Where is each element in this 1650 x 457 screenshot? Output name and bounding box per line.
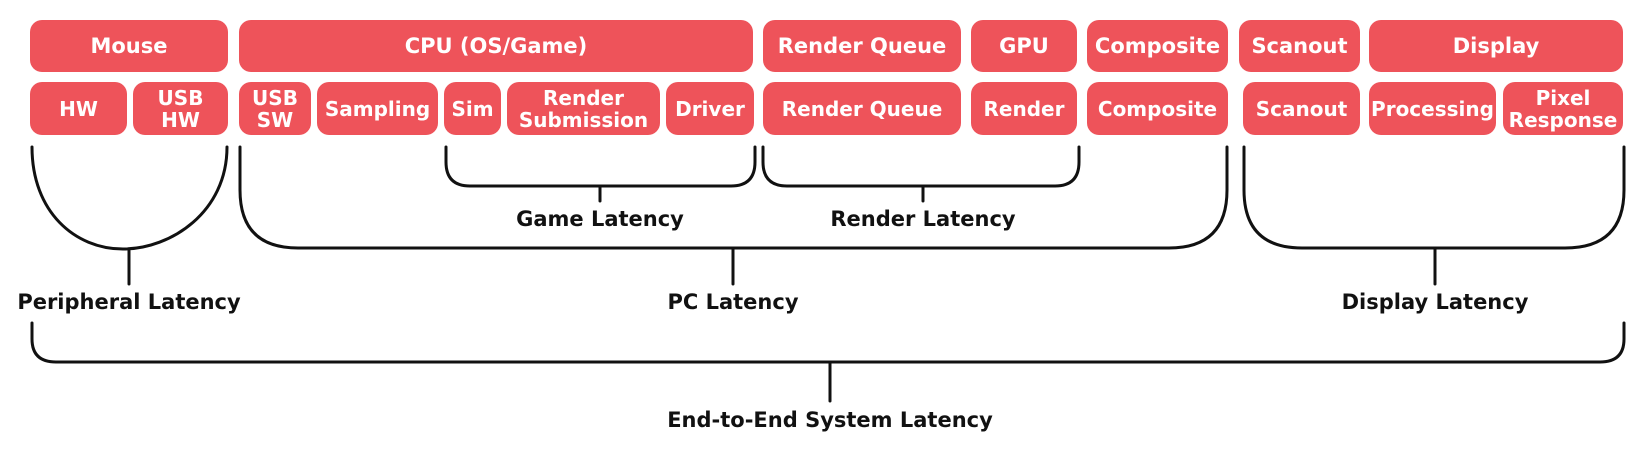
stage-driver: Driver — [666, 82, 754, 135]
category-composite-label: Composite — [1094, 34, 1221, 58]
category-display-label: Display — [1452, 34, 1540, 58]
render-latency-bracket — [761, 145, 1081, 188]
stage-sampling-label: Sampling — [324, 96, 431, 121]
stage-render-submission: Render Submission — [507, 82, 660, 135]
stage-driver-label: Driver — [675, 96, 745, 121]
stage-hw: HW — [30, 82, 127, 135]
stage-composite: Composite — [1087, 82, 1228, 135]
stage-sim-label: Sim — [451, 96, 494, 121]
stage-processing: Processing — [1369, 82, 1496, 135]
stage-render-queue: Render Queue — [763, 82, 961, 135]
stage-pixel-response-label: Pixel Response — [1508, 85, 1618, 132]
peripheral-latency-bracket — [30, 145, 229, 251]
category-mouse-label: Mouse — [90, 34, 168, 58]
stage-processing-label: Processing — [1371, 96, 1494, 121]
stage-usb-hw: USB HW — [133, 82, 228, 135]
category-cpu-label: CPU (OS/Game) — [404, 34, 588, 58]
category-scanout: Scanout — [1239, 20, 1360, 72]
stage-scanout-label: Scanout — [1255, 96, 1348, 121]
category-gpu: GPU — [971, 20, 1077, 72]
peripheral-latency-label: Peripheral Latency — [17, 290, 241, 314]
category-cpu: CPU (OS/Game) — [239, 20, 753, 72]
display-latency-bracket — [1242, 145, 1626, 250]
pc-latency-label: PC Latency — [667, 290, 799, 314]
stage-hw-label: HW — [59, 96, 98, 121]
stage-sampling: Sampling — [317, 82, 438, 135]
stage-pixel-response: Pixel Response — [1503, 82, 1623, 135]
category-mouse: Mouse — [30, 20, 228, 72]
stage-usb-hw-label: USB HW — [157, 85, 204, 132]
stage-render-label: Render — [983, 96, 1065, 121]
category-display: Display — [1369, 20, 1623, 72]
category-composite: Composite — [1087, 20, 1228, 72]
stage-usb-sw-label: USB SW — [252, 85, 298, 132]
category-gpu-label: GPU — [999, 34, 1049, 58]
category-render-queue: Render Queue — [763, 20, 961, 72]
end-to-end-latency-label: End-to-End System Latency — [667, 408, 993, 432]
category-render-queue-label: Render Queue — [777, 34, 947, 58]
stage-scanout: Scanout — [1243, 82, 1360, 135]
stage-render: Render — [971, 82, 1077, 135]
stage-render-queue-label: Render Queue — [781, 96, 943, 121]
stage-composite-label: Composite — [1097, 96, 1218, 121]
game-latency-bracket — [444, 145, 757, 188]
end-to-end-latency-bracket — [30, 321, 1626, 364]
game-latency-label: Game Latency — [516, 207, 684, 231]
stage-usb-sw: USB SW — [239, 82, 311, 135]
display-latency-label: Display Latency — [1341, 290, 1529, 314]
category-scanout-label: Scanout — [1251, 34, 1348, 58]
stage-sim: Sim — [444, 82, 501, 135]
render-latency-label: Render Latency — [830, 207, 1016, 231]
stage-render-submission-label: Render Submission — [518, 85, 649, 132]
